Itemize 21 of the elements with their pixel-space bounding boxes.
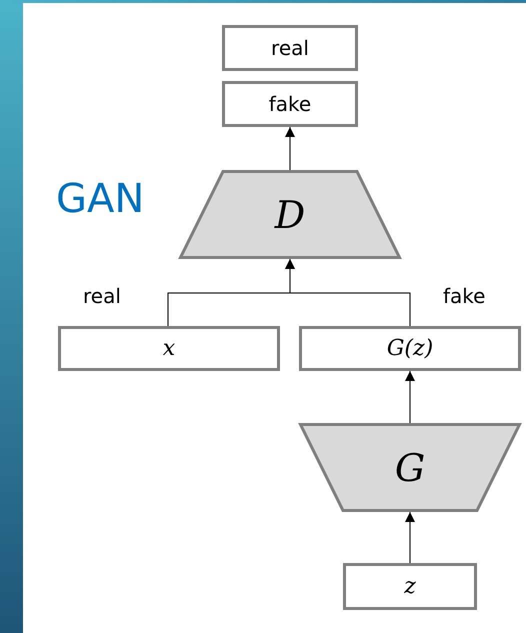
input-label: fake bbox=[443, 284, 486, 308]
math-symbol: G(z) bbox=[386, 336, 434, 361]
arrow bbox=[405, 370, 415, 424]
text-box bbox=[222, 25, 358, 71]
trapezoid-block bbox=[179, 170, 401, 259]
text-box bbox=[58, 326, 280, 371]
title: GAN bbox=[56, 176, 144, 222]
text-box bbox=[299, 326, 521, 371]
text-box bbox=[343, 563, 477, 610]
input-label: real bbox=[83, 284, 121, 308]
arrow bbox=[405, 512, 415, 564]
arrow bbox=[285, 126, 295, 170]
math-symbol: D bbox=[274, 192, 306, 236]
node-label: fake bbox=[268, 92, 312, 116]
math-symbol: G bbox=[394, 446, 426, 490]
math-symbol: z bbox=[404, 574, 416, 599]
arrow bbox=[285, 258, 410, 326]
text-box bbox=[222, 81, 358, 127]
node-label: real bbox=[271, 36, 309, 60]
trapezoid-block bbox=[299, 423, 521, 512]
math-symbol: x bbox=[162, 336, 176, 361]
